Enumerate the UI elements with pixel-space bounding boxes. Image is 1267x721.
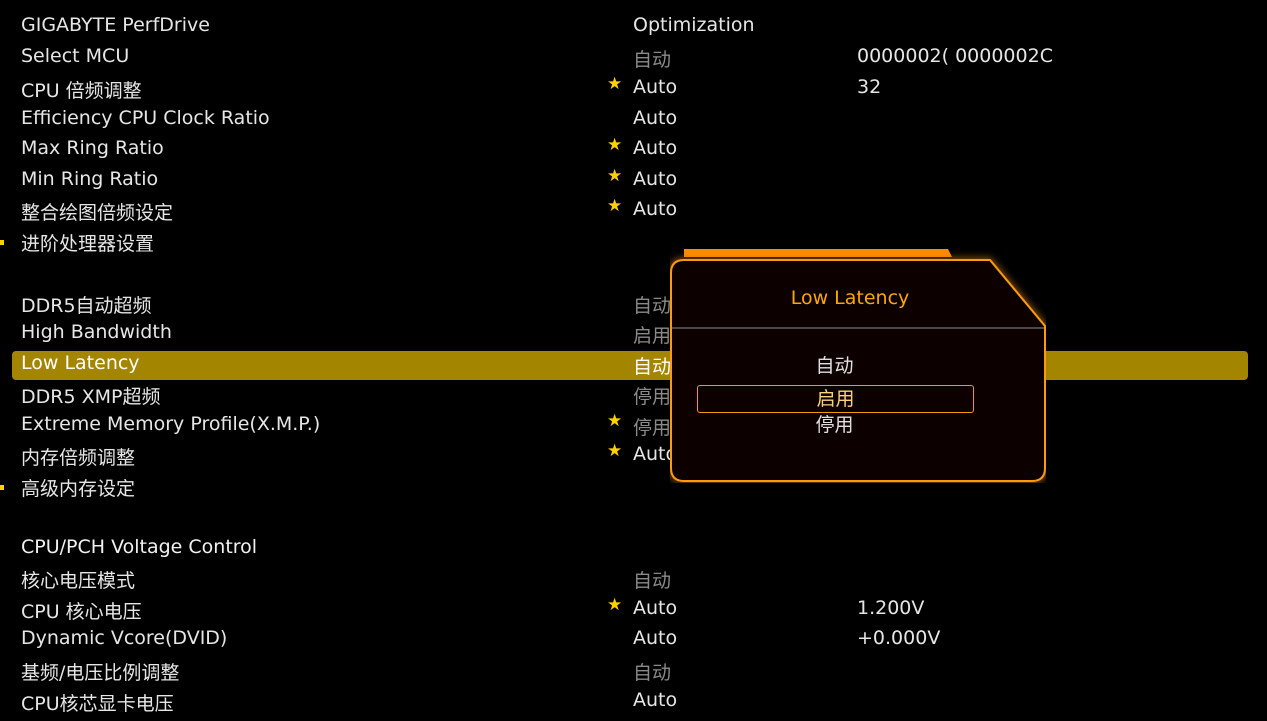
- setting-label: 高级内存设定: [21, 478, 136, 500]
- setting-value[interactable]: 停用: [633, 386, 672, 408]
- setting-row-19[interactable]: 基频/电压比例调整 自动: [0, 653, 1267, 684]
- setting-label: CPU核芯显卡电压: [21, 693, 174, 715]
- setting-row-9[interactable]: High Bandwidth 启用: [0, 316, 1267, 347]
- popup-option-enabled[interactable]: 启用: [697, 385, 974, 413]
- setting-value[interactable]: 自动: [633, 570, 672, 592]
- setting-row-1[interactable]: Select MCU 自动 0000002( 0000002C: [0, 40, 1267, 71]
- setting-label: 整合绘图倍频设定: [21, 202, 174, 224]
- setting-row-17[interactable]: CPU 核心电压 ★ Auto 1.200V: [0, 592, 1267, 623]
- setting-row-5[interactable]: Min Ring Ratio ★ Auto: [0, 163, 1267, 193]
- setting-label: Dynamic Vcore(DVID): [21, 627, 228, 649]
- setting-value[interactable]: Auto: [633, 597, 678, 619]
- star-icon: ★: [607, 411, 623, 431]
- setting-value[interactable]: 自动: [633, 295, 672, 317]
- setting-row-14[interactable]: 高级内存设定: [0, 469, 1267, 500]
- setting-row-7[interactable]: 进阶处理器设置: [0, 224, 1267, 255]
- current-value: 32: [857, 76, 882, 98]
- setting-label: High Bandwidth: [21, 321, 172, 343]
- setting-row-4[interactable]: Max Ring Ratio ★ Auto: [0, 132, 1267, 162]
- setting-row-20[interactable]: CPU核芯显卡电压 Auto: [0, 684, 1267, 715]
- star-icon: ★: [607, 441, 623, 461]
- setting-value[interactable]: 自动: [633, 662, 672, 684]
- setting-value[interactable]: Auto: [633, 689, 678, 711]
- star-icon: ★: [607, 74, 623, 94]
- setting-label: DDR5 XMP超频: [21, 386, 161, 408]
- setting-row-2[interactable]: CPU 倍频调整 ★ Auto 32: [0, 71, 1267, 102]
- setting-label: 进阶处理器设置: [21, 233, 155, 255]
- popup-title: Low Latency: [790, 287, 910, 309]
- setting-row-10[interactable]: Low Latency 自动: [0, 347, 1267, 378]
- setting-value[interactable]: Auto: [633, 627, 678, 649]
- star-icon: ★: [607, 166, 623, 186]
- setting-value[interactable]: Auto: [633, 107, 678, 129]
- star-icon: ★: [607, 135, 623, 155]
- setting-label: 内存倍频调整: [21, 447, 136, 469]
- setting-row-8[interactable]: DDR5自动超频 自动: [0, 286, 1267, 317]
- setting-value[interactable]: 自动: [633, 356, 672, 378]
- setting-row-13[interactable]: 内存倍频调整★Auto4000: [0, 438, 1267, 469]
- setting-label: Min Ring Ratio: [21, 168, 159, 190]
- setting-value[interactable]: Auto: [633, 76, 678, 98]
- star-icon: ★: [607, 196, 623, 216]
- setting-row-15[interactable]: CPU/PCH Voltage Control: [0, 531, 1267, 561]
- current-value: 0000002( 0000002C: [857, 45, 1053, 67]
- setting-label: Select MCU: [21, 45, 130, 67]
- setting-row-3[interactable]: Efficiency CPU Clock Ratio Auto: [0, 102, 1267, 132]
- setting-label: GIGABYTE PerfDrive: [21, 14, 210, 36]
- setting-label: DDR5自动超频: [21, 295, 152, 317]
- setting-value[interactable]: Optimization: [633, 14, 755, 36]
- setting-value[interactable]: Auto: [633, 443, 678, 465]
- setting-value[interactable]: Auto: [633, 168, 678, 190]
- submenu-marker-icon: [0, 485, 4, 490]
- setting-label: CPU/PCH Voltage Control: [21, 536, 258, 558]
- setting-row-6[interactable]: 整合绘图倍频设定 ★ Auto: [0, 193, 1267, 224]
- setting-value[interactable]: Auto: [633, 198, 678, 220]
- setting-row-16[interactable]: 核心电压模式 自动: [0, 561, 1267, 592]
- setting-value[interactable]: 启用: [633, 325, 672, 347]
- popup-option-disabled[interactable]: 停用: [815, 414, 854, 436]
- setting-row-12[interactable]: Extreme Memory Profile(X.M.P.) ★ 停用: [0, 408, 1267, 439]
- setting-label: Extreme Memory Profile(X.M.P.): [21, 413, 321, 435]
- setting-label: CPU 核心电压: [21, 601, 142, 623]
- current-value: 1.200V: [857, 597, 925, 619]
- option-popup: Low Latency 自动 启用 停用: [670, 248, 1046, 483]
- popup-option-auto[interactable]: 自动: [815, 355, 854, 377]
- setting-label: Low Latency: [21, 352, 140, 374]
- setting-row-0[interactable]: GIGABYTE PerfDrive Optimization: [0, 9, 1267, 39]
- current-value: +0.000V: [857, 627, 941, 649]
- setting-label: CPU 倍频调整: [21, 80, 142, 102]
- setting-label: Max Ring Ratio: [21, 137, 164, 159]
- submenu-marker-icon: [0, 240, 4, 245]
- setting-value[interactable]: 自动: [633, 49, 672, 71]
- star-icon: ★: [607, 595, 623, 615]
- setting-row-11[interactable]: DDR5 XMP超频 停用: [0, 377, 1267, 408]
- setting-row-18[interactable]: Dynamic Vcore(DVID) Auto +0.000V: [0, 622, 1267, 652]
- popup-frame: [670, 249, 1046, 482]
- setting-label: 基频/电压比例调整: [21, 662, 180, 684]
- setting-value[interactable]: 停用: [633, 417, 672, 439]
- setting-label: 核心电压模式: [21, 570, 136, 592]
- setting-label: Efficiency CPU Clock Ratio: [21, 107, 270, 129]
- setting-value[interactable]: Auto: [633, 137, 678, 159]
